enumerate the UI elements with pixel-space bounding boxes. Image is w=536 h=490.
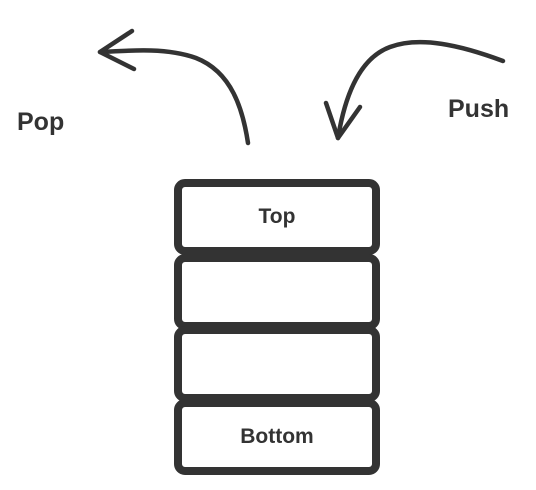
stack-box-top-label: Top [259, 205, 296, 228]
stack-box-2 [174, 254, 380, 330]
push-label: Push [448, 95, 509, 123]
stack-box-bottom-label: Bottom [240, 425, 313, 448]
pop-arrow [97, 28, 251, 146]
pop-label: Pop [17, 108, 64, 136]
stack-box-top: Top [174, 179, 380, 255]
stack: Top Bottom [174, 179, 380, 475]
push-arrow [323, 39, 506, 141]
stack-box-bottom: Bottom [174, 399, 380, 475]
stack-box-3 [174, 326, 380, 402]
